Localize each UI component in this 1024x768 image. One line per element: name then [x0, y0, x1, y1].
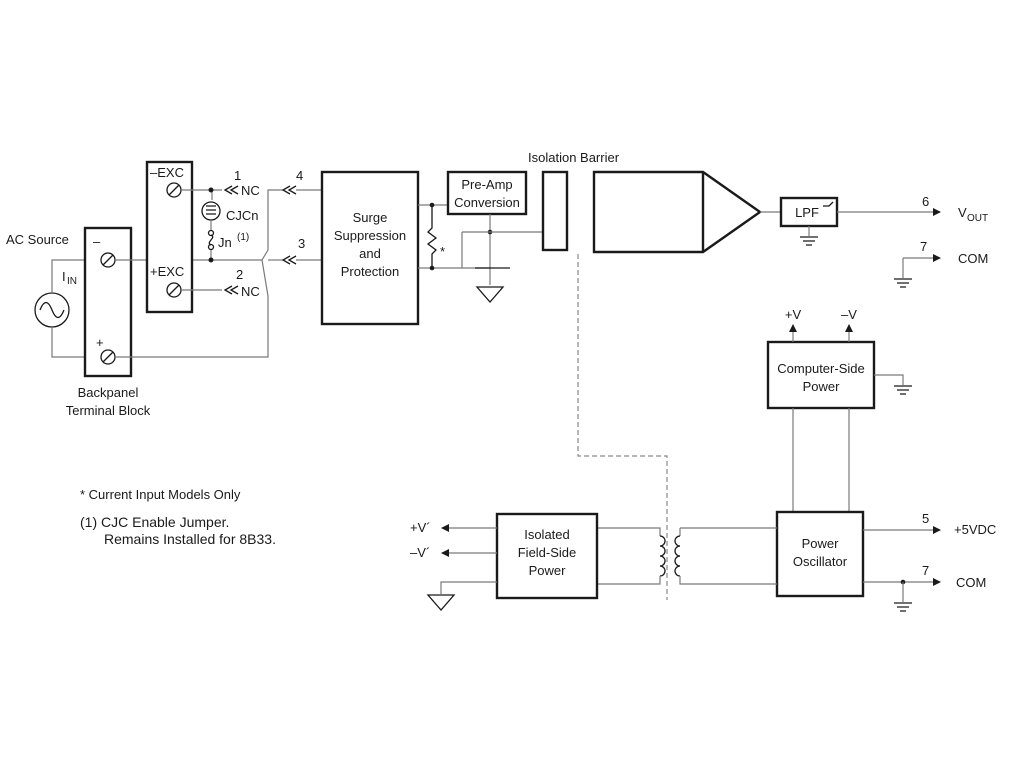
footnote-current-input: * Current Input Models Only: [80, 487, 241, 502]
com-label-top: COM: [958, 251, 988, 266]
terminal-minus-label: –: [93, 234, 101, 249]
computer-side-label-line2: Power: [803, 379, 841, 394]
ground-symbol-com-top: [894, 278, 912, 288]
power-osc-label-line1: Power: [802, 536, 840, 551]
pin-5-label: 5: [922, 511, 929, 526]
pin-7-label-top: 7: [920, 239, 927, 254]
isolated-field-side-power-block: [495, 512, 599, 600]
preamp-label-line1: Pre-Amp: [461, 177, 512, 192]
minus-v-prime-label: –V´: [410, 545, 430, 560]
output-amplifier: [592, 170, 763, 254]
backpanel-label-line1: Backpanel: [78, 385, 139, 400]
ac-source-label: AC Source: [6, 232, 69, 247]
pin-1-label: 1: [234, 168, 241, 183]
isolated-label-line1: Isolated: [524, 527, 570, 542]
iin-subscript: IN: [67, 276, 77, 287]
isolated-label-line3: Power: [529, 563, 567, 578]
isolation-barrier-left: [541, 170, 569, 252]
footnote-cjc-line2: Remains Installed for 8B33.: [104, 531, 276, 547]
input-connector-3: [281, 255, 297, 265]
surge-suppression-block: [320, 170, 420, 326]
minus-v-label: –V: [841, 307, 857, 322]
preamp-label-line2: Conversion: [454, 195, 520, 210]
iin-label: I: [62, 269, 66, 284]
isolation-transformer: [597, 527, 777, 585]
ground-symbol-field-side: [426, 594, 456, 611]
pin-2-label: 2: [236, 267, 243, 282]
com-label-bottom: COM: [956, 575, 986, 590]
plus-5vdc-label: +5VDC: [954, 522, 996, 537]
power-osc-label-line2: Oscillator: [793, 554, 848, 569]
ground-symbol-lpf: [800, 236, 818, 246]
cjcn-label: CJCn: [226, 208, 259, 223]
vout-subscript: OUT: [967, 213, 988, 224]
backpanel-label-line2: Terminal Block: [66, 403, 151, 418]
isolated-label-line2: Field-Side: [518, 545, 577, 560]
jn-footnote-ref: (1): [237, 232, 249, 243]
backpanel-terminal-block: [83, 226, 133, 378]
ac-source-symbol: [34, 259, 85, 358]
nc-connector-2: [223, 285, 239, 295]
pin-7-label-bottom: 7: [922, 563, 929, 578]
exc-terminal-block: [145, 160, 194, 314]
terminal-plus-label: +: [96, 335, 104, 350]
pos-exc-label: +EXC: [150, 264, 184, 279]
plus-v-prime-label: +V´: [410, 520, 431, 535]
preamp-conversion-block: [446, 170, 528, 216]
shunt-asterisk: *: [440, 244, 445, 259]
plus-v-label: +V: [785, 307, 802, 322]
footnote-cjc-line1: (1) CJC Enable Jumper.: [80, 514, 229, 530]
ground-symbol-com-bottom: [894, 602, 912, 612]
shunt-resistor-symbol: [426, 202, 438, 271]
cjc-sensor-symbol: [201, 187, 221, 263]
vout-label: V: [958, 205, 967, 220]
nc-label-2: NC: [241, 284, 260, 299]
pin-6-label: 6: [922, 194, 929, 209]
power-oscillator-block: [775, 510, 865, 598]
lpf-label: LPF: [795, 205, 819, 220]
surge-label-line4: Protection: [341, 264, 400, 279]
surge-label-line2: Suppression: [334, 228, 406, 243]
input-connector-4: [281, 185, 297, 195]
ground-symbol-computer-side: [894, 385, 912, 395]
nc-label-1: NC: [241, 183, 260, 198]
surge-label-line1: Surge: [353, 210, 388, 225]
nc-connector-1: [223, 185, 239, 195]
surge-label-line3: and: [359, 246, 381, 261]
computer-side-label-line1: Computer-Side: [777, 361, 864, 376]
isolation-barrier-label: Isolation Barrier: [528, 150, 620, 165]
jn-label: Jn: [218, 235, 232, 250]
isolation-barrier-line: [577, 254, 668, 600]
pin-4-label: 4: [296, 168, 303, 183]
ground-symbol-preamp: [475, 286, 505, 303]
pin-3-label: 3: [298, 236, 305, 251]
neg-exc-label: –EXC: [150, 165, 184, 180]
